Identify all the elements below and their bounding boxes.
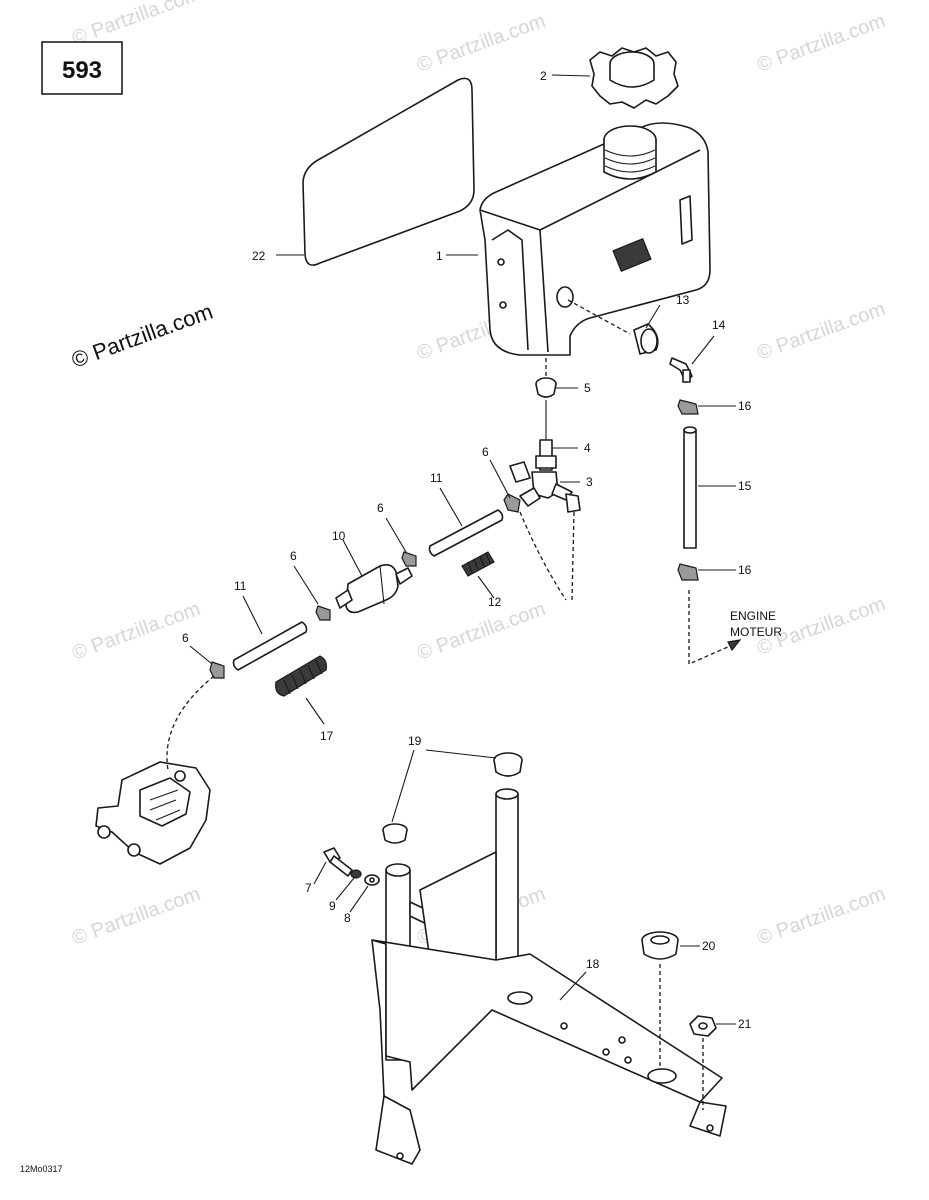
part-17-spring — [276, 656, 327, 696]
arrow-head — [728, 640, 740, 650]
callout-11-upper: 11 — [430, 471, 443, 485]
callout-8: 8 — [344, 911, 351, 925]
part-16-clamp-top — [678, 400, 698, 414]
page-number: 593 — [62, 57, 102, 84]
watermark: © Partzilla.com — [754, 10, 888, 77]
part-14-elbow — [670, 358, 692, 382]
copyright-text: © Partzilla.com — [68, 299, 216, 373]
part-22-decal — [303, 78, 474, 265]
part-12-spring — [462, 552, 494, 576]
callout-10: 10 — [332, 529, 346, 543]
callout-6-mid: 6 — [377, 501, 384, 515]
callout-19: 19 — [408, 734, 422, 748]
part-10-fuel-filter — [336, 565, 412, 613]
watermark: © Partzilla.com — [754, 883, 888, 950]
part-16-clamp-bottom — [678, 564, 698, 580]
callout-6-top: 6 — [482, 445, 489, 459]
part-5-grommet — [536, 358, 556, 397]
callout-21: 21 — [738, 1017, 752, 1031]
part-fuel-pump — [96, 762, 210, 864]
callout-7: 7 — [305, 881, 312, 895]
callout-13: 13 — [676, 293, 690, 307]
callout-16-top: 16 — [738, 399, 752, 413]
part-1-oil-tank — [480, 123, 710, 355]
part-11-hose-lower — [234, 622, 307, 670]
callout-16-bottom: 16 — [738, 563, 752, 577]
part-7-bolt — [324, 848, 352, 876]
part-11-hose-upper — [430, 510, 503, 556]
part-6-clamp-low — [316, 606, 330, 620]
callout-6-low: 6 — [290, 549, 297, 563]
note-engine: ENGINE — [730, 609, 776, 623]
hose-route-left — [167, 676, 214, 770]
part-21-nut — [690, 1016, 716, 1036]
part-9-washer — [351, 870, 361, 878]
watermark: © Partzilla.com — [414, 598, 548, 665]
callout-4: 4 — [584, 441, 591, 455]
part-19-grommet-top — [494, 753, 522, 776]
callout-3: 3 — [586, 475, 593, 489]
callout-18: 18 — [586, 957, 600, 971]
callout-5: 5 — [584, 381, 591, 395]
part-20-rubber-mount — [642, 932, 678, 959]
callout-11-lower: 11 — [234, 579, 247, 593]
callout-6-left: 6 — [182, 631, 189, 645]
watermark: © Partzilla.com — [414, 10, 548, 77]
part-6-clamp-mid — [402, 552, 416, 566]
callout-9: 9 — [329, 899, 336, 913]
part-6-clamp-top — [504, 494, 520, 512]
page-number-box: 593 — [42, 42, 122, 94]
part-6-clamp-left — [210, 662, 224, 678]
drawing-code: 12Mo0317 — [20, 1164, 63, 1174]
note-moteur: MOTEUR — [730, 625, 782, 639]
callout-15: 15 — [738, 479, 752, 493]
callout-17: 17 — [320, 729, 334, 743]
callout-12: 12 — [488, 595, 502, 609]
part-8-washer — [365, 875, 379, 885]
hose-route-engine — [689, 590, 730, 664]
callout-2: 2 — [540, 69, 547, 83]
part-15-hose — [684, 427, 696, 548]
callout-14: 14 — [712, 318, 726, 332]
part-4-pickup — [536, 400, 556, 470]
part-19-grommet-mid — [383, 824, 407, 843]
callout-1: 1 — [436, 249, 443, 263]
callout-22: 22 — [252, 249, 266, 263]
part-18-bracket — [372, 789, 726, 1164]
callout-20: 20 — [702, 939, 716, 953]
part-2-cap — [590, 48, 678, 108]
hose-route-tee-2 — [572, 512, 574, 600]
watermark: © Partzilla.com — [69, 883, 203, 950]
watermark: © Partzilla.com — [754, 298, 888, 365]
hose-route-tee — [520, 512, 566, 600]
